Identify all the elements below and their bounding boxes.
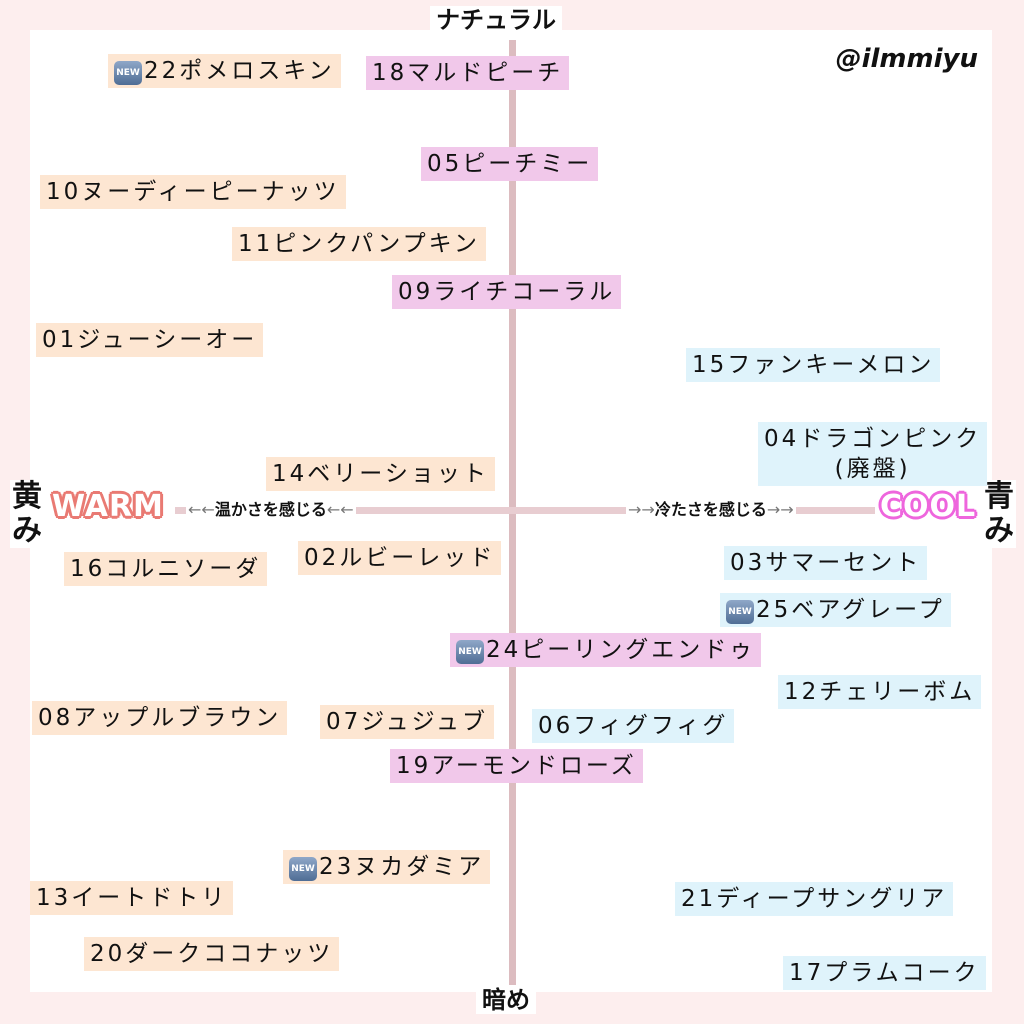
item-07: 07ジュジュブ [320,705,495,739]
arrow-right-icon: →→ [628,500,655,519]
arrow-left-icon: ←← [188,500,215,519]
cool-feel-caption: →→冷たさを感じる→→ [626,500,796,520]
cool-label: COOL [880,489,977,524]
item-09: 09ライチコーラル [392,275,622,309]
item-18: 18マルドピーチ [366,56,570,90]
axis-top-label: ナチュラル [430,6,562,34]
new-badge-icon: NEW [114,61,142,85]
item-05: 05ピーチミー [421,147,599,181]
warm-feel-text: 温かさを感じる [214,500,327,519]
arrow-right-icon: →→ [766,500,794,519]
item-02: 02ルビーレッド [298,541,502,575]
item-19: 19アーモンドローズ [390,749,643,783]
item-06: 06フィグフィグ [532,709,735,743]
warm-label: WARM [52,489,164,524]
item-11: 11ピンクパンプキン [232,227,486,261]
author-handle: @ilmmiyu [835,44,978,74]
item-10: 10ヌーディーピーナッツ [40,175,346,209]
item-12: 12チェリーボム [778,675,982,709]
arrow-left-icon: ←← [326,500,354,519]
item-03: 03サマーセント [724,546,928,580]
axis-right-label: 青み [982,479,1016,548]
axis-bottom-label: 暗め [476,986,536,1014]
new-badge-icon: NEW [726,600,754,624]
item-21: 21ディープサングリア [675,882,954,916]
item-16: 16コルニソーダ [64,552,268,586]
horizontal-axis-line [175,507,875,514]
item-15: 15ファンキーメロン [686,348,941,382]
discontinued-note: (廃盤) [834,456,911,482]
new-badge-icon: NEW [456,640,484,664]
item-01: 01ジューシーオー [36,323,264,357]
item-14: 14ベリーショット [266,457,495,491]
item-13: 13イートドトリ [30,881,234,915]
warm-feel-caption: ←←温かさを感じる←← [186,500,356,520]
item-20: 20ダークココナッツ [84,937,340,971]
item-04: 04ドラゴンピンク(廃盤) [758,422,988,486]
new-badge-icon: NEW [289,857,317,881]
item-08: 08アップルブラウン [32,701,288,735]
axis-left-label: 黄み [10,479,44,548]
cool-feel-text: 冷たさを感じる [654,500,767,519]
item-17: 17プラムコーク [783,956,986,990]
